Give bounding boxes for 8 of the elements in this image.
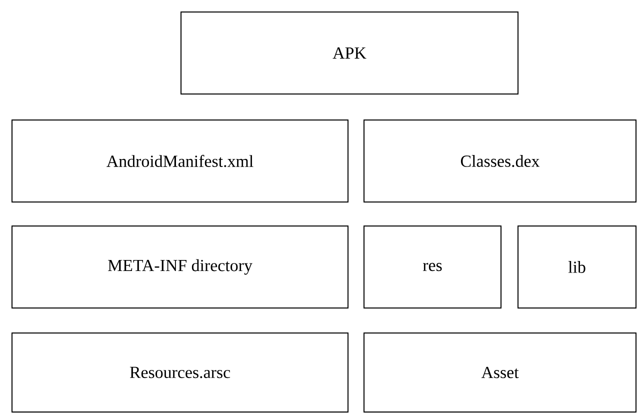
box: lib <box>518 226 636 308</box>
box: AndroidManifest.xml <box>12 120 348 202</box>
box: APK <box>180 12 518 94</box>
box: Classes.dex <box>364 120 636 202</box>
box: Resources.arsc <box>12 332 348 412</box>
box: Asset <box>364 332 636 412</box>
box: res <box>364 226 502 308</box>
box: META-INF directory <box>12 226 348 308</box>
